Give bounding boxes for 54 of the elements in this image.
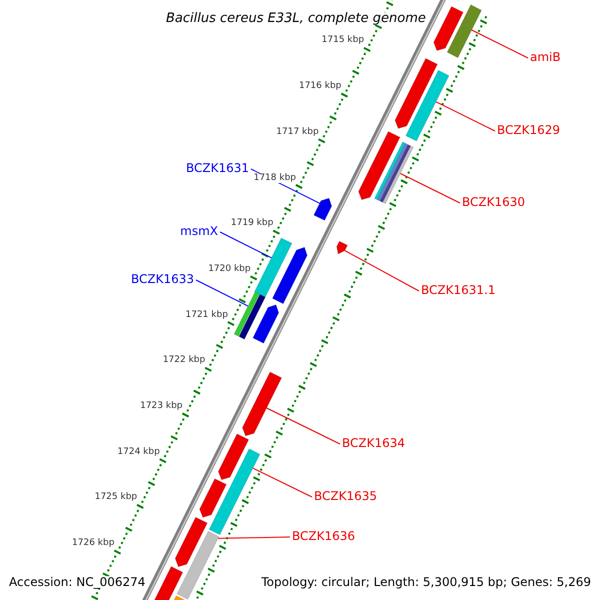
scale-label: 1725 kbp xyxy=(94,493,138,502)
title: Bacillus cereus E33L, complete genome xyxy=(166,12,426,25)
gene-label: BCZK1631.1 xyxy=(421,284,496,296)
leader-line xyxy=(220,232,272,258)
leader-line xyxy=(196,280,248,307)
gene-feature xyxy=(313,198,332,221)
gene-label: BCZK1635 xyxy=(314,490,378,502)
scale-label: 1720 kbp xyxy=(208,264,251,274)
gene-label: BCZK1631 xyxy=(186,162,249,174)
gene-feature xyxy=(394,58,438,129)
scale-label: 1719 kbp xyxy=(230,219,274,228)
gene-feature xyxy=(199,478,227,518)
gene-label: BCZK1633 xyxy=(130,273,194,285)
gene-feature xyxy=(272,246,308,304)
scale-label: 1717 kbp xyxy=(276,128,319,137)
scale-label: 1724 kbp xyxy=(117,448,160,457)
gene-feature xyxy=(358,131,400,200)
feature-bar xyxy=(405,70,450,142)
leader-line xyxy=(266,408,340,444)
feature-bar xyxy=(208,448,260,536)
feature-bar xyxy=(374,142,414,204)
gene-feature xyxy=(218,434,250,480)
genome-info-text: Topology: circular; Length: 5,300,915 bp; Genes: 5,269 xyxy=(261,576,591,588)
gene-label: BCZK1634 xyxy=(342,437,406,449)
gene-label: amiB xyxy=(530,51,561,63)
scale-label: 1721 kbp xyxy=(186,310,228,320)
leader-line xyxy=(252,468,312,498)
leader-line xyxy=(218,536,290,539)
feature-bar xyxy=(254,238,292,298)
leader-line xyxy=(400,173,460,204)
feature-bar xyxy=(234,292,260,337)
gene-feature xyxy=(336,240,348,254)
gene-label: msmX xyxy=(180,225,218,237)
gene-label: BCZK1630 xyxy=(462,196,526,208)
gene-feature xyxy=(174,516,208,568)
feature-bar xyxy=(176,530,220,600)
accession-text: Accession: NC_006274 xyxy=(9,576,146,588)
gene-feature xyxy=(152,566,184,600)
feature-bar xyxy=(238,294,266,340)
scale-label: 1718 kbp xyxy=(254,174,296,182)
scale-label: 1716 kbp xyxy=(298,82,342,92)
scale-label: 1726 kbp xyxy=(72,539,114,548)
leader-line xyxy=(471,30,528,58)
scale-label: 1715 kbp xyxy=(322,36,364,46)
scale-label: 1722 kbp xyxy=(162,356,206,366)
feature-bar xyxy=(446,4,482,58)
scale-label: 1723 kbp xyxy=(140,402,183,411)
gene-label: BCZK1629 xyxy=(497,124,560,136)
gene-label: BCZK1636 xyxy=(292,530,356,542)
leader-line xyxy=(436,101,496,132)
gene-feature xyxy=(242,372,282,436)
leader-line xyxy=(344,250,420,292)
gene-feature xyxy=(433,6,464,51)
gene-feature xyxy=(252,304,280,344)
